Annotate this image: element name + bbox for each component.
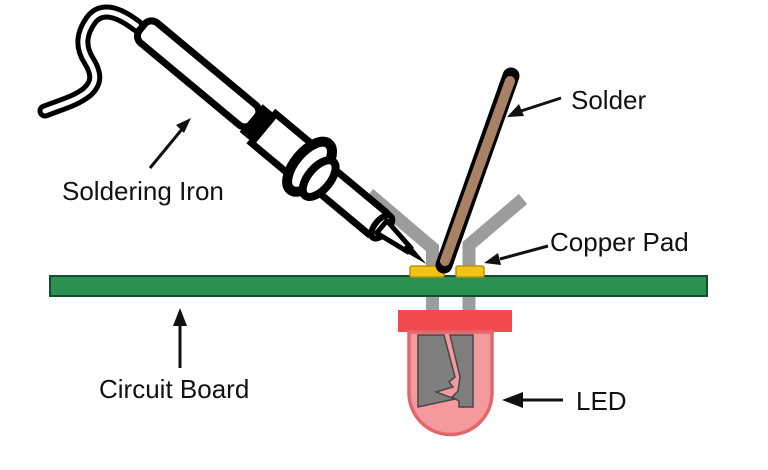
soldering-iron-neck	[133, 17, 263, 131]
led-die-right	[449, 334, 474, 408]
circuit-board-label: Circuit Board	[99, 374, 250, 404]
copper-pad-right	[455, 265, 485, 278]
soldering-iron-collar	[239, 104, 277, 144]
solder-arrow	[507, 96, 562, 117]
led-die-left	[417, 334, 458, 408]
led-flange	[398, 310, 512, 332]
led-label: LED	[576, 386, 627, 416]
soldering-iron-ring-front	[298, 156, 340, 201]
power-cord-icon	[37, 4, 145, 119]
copper-pad-arrow	[484, 244, 549, 265]
led-arrow	[502, 392, 563, 408]
led-icon	[398, 310, 512, 437]
circuit-board-arrow	[173, 308, 187, 368]
solder-label: Solder	[571, 85, 647, 115]
circuit-board-bar	[49, 275, 708, 297]
soldering-iron-label: Soldering Iron	[62, 176, 224, 206]
soldering-iron-tip	[401, 242, 427, 265]
copper-pad-label: Copper Pad	[550, 227, 689, 257]
soldering-iron-icon	[133, 17, 427, 265]
annotation-arrows	[148, 96, 563, 408]
solder-wire-icon	[435, 67, 520, 274]
soldering-iron-arrow	[148, 118, 191, 169]
